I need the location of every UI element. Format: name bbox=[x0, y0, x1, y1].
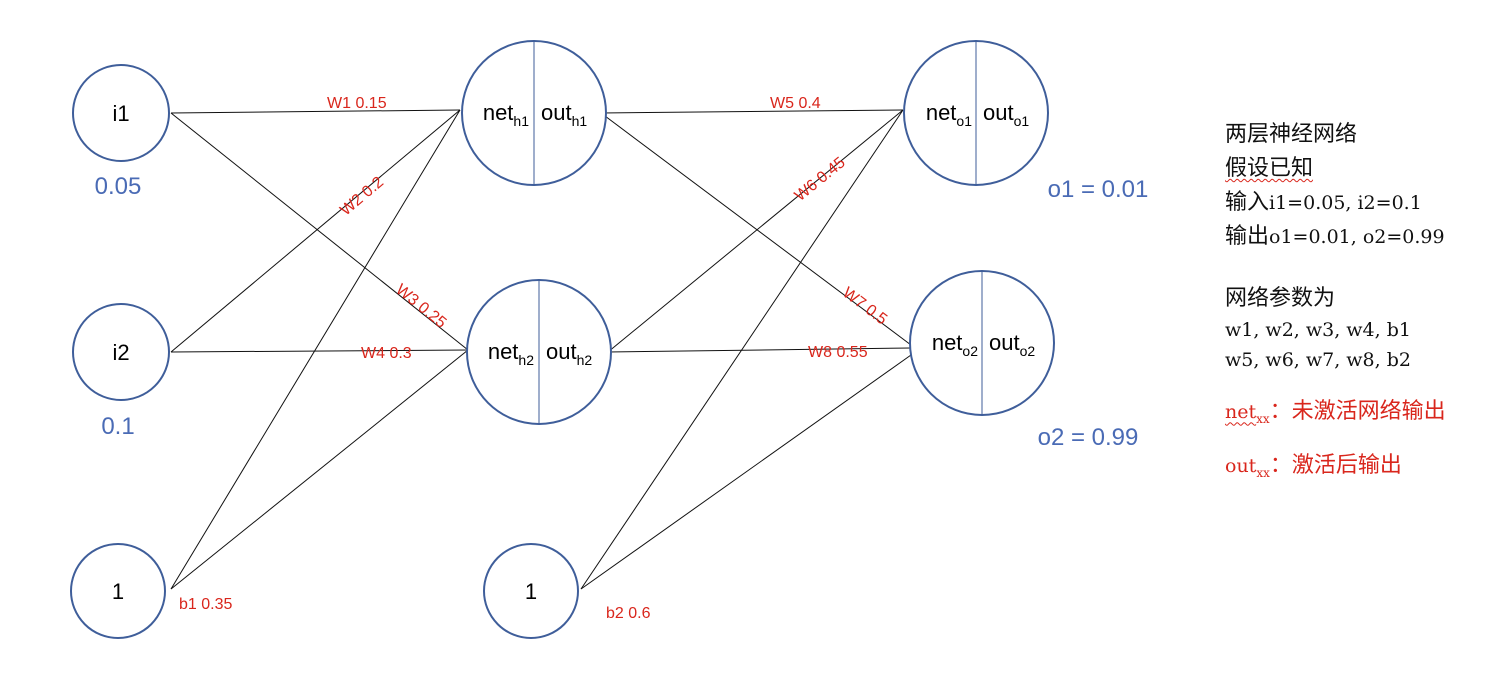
notes-out-definition: outxx：激活后输出 bbox=[1225, 453, 1402, 481]
node-o2: neto2 outo2 bbox=[909, 270, 1055, 416]
notes-input: 输入i1=0.05, i2=0.1 bbox=[1225, 190, 1422, 216]
notes-params-title: 网络参数为 bbox=[1225, 286, 1336, 312]
weight-w2: W2 0.2 bbox=[337, 174, 387, 220]
notes-params-line1: w1, w2, w3, w4, b1 bbox=[1225, 319, 1411, 342]
h1-out-label: outh1 bbox=[541, 100, 587, 129]
edge-w2 bbox=[170, 109, 461, 353]
notes-assume: 假设已知 bbox=[1225, 156, 1314, 182]
o1-target: o1 = 0.01 bbox=[1048, 176, 1149, 203]
weight-b1: b1 0.35 bbox=[179, 596, 232, 613]
node-bias1-label: 1 bbox=[112, 579, 124, 604]
i1-value: 0.05 bbox=[95, 173, 142, 200]
weight-w3: W3 0.25 bbox=[392, 281, 449, 332]
edge-w5 bbox=[600, 109, 904, 114]
o2-net-label: neto2 bbox=[932, 330, 978, 359]
edge-w4 bbox=[170, 349, 469, 353]
edge-w7 bbox=[600, 112, 912, 346]
notes-output: 输出o1=0.01, o2=0.99 bbox=[1225, 224, 1445, 250]
weight-w5: W5 0.4 bbox=[770, 95, 821, 112]
notes-panel: 两层神经网络 假设已知 输入i1=0.05, i2=0.1 输出o1=0.01,… bbox=[1225, 118, 1500, 484]
weight-w8: W8 0.55 bbox=[808, 344, 868, 361]
weight-w7: W7 0.5 bbox=[839, 284, 890, 328]
edge-b1-h1 bbox=[170, 109, 461, 590]
edge-b1-h2 bbox=[170, 349, 469, 590]
node-h1: neth1 outh1 bbox=[461, 40, 607, 186]
edge-w6 bbox=[607, 109, 904, 353]
node-bias2: 1 bbox=[483, 543, 579, 639]
o2-out-label: outo2 bbox=[989, 330, 1035, 359]
weight-w1: W1 0.15 bbox=[327, 95, 387, 112]
notes-net-definition: netxx：未激活网络输出 bbox=[1225, 399, 1446, 427]
o1-out-label: outo1 bbox=[983, 100, 1029, 129]
h2-net-label: neth2 bbox=[488, 339, 534, 368]
edge-b2-o2 bbox=[580, 354, 912, 590]
node-h2: neth2 outh2 bbox=[466, 279, 612, 425]
h2-out-label: outh2 bbox=[546, 339, 592, 368]
node-i1: i1 bbox=[72, 64, 170, 162]
o2-target: o2 = 0.99 bbox=[1038, 424, 1139, 451]
node-bias1: 1 bbox=[70, 543, 166, 639]
h1-net-label: neth1 bbox=[483, 100, 529, 129]
i2-value: 0.1 bbox=[101, 413, 134, 440]
node-i2-label: i2 bbox=[112, 340, 129, 365]
notes-params-line2: w5, w6, w7, w8, b2 bbox=[1225, 348, 1411, 371]
weight-w6: W6 0.45 bbox=[792, 154, 849, 205]
edge-w1 bbox=[170, 109, 461, 114]
edge-w8 bbox=[607, 347, 912, 353]
node-i2: i2 bbox=[72, 303, 170, 401]
edges bbox=[170, 109, 912, 590]
weight-b2: b2 0.6 bbox=[606, 605, 651, 622]
edge-w3 bbox=[170, 112, 469, 351]
edge-b2-o1 bbox=[580, 109, 904, 590]
notes-title: 两层神经网络 bbox=[1225, 122, 1358, 147]
node-i1-label: i1 bbox=[112, 101, 129, 126]
node-bias2-label: 1 bbox=[525, 579, 537, 604]
weight-w4: W4 0.3 bbox=[361, 345, 412, 362]
o1-net-label: neto1 bbox=[926, 100, 972, 129]
node-o1: neto1 outo1 bbox=[903, 40, 1049, 186]
